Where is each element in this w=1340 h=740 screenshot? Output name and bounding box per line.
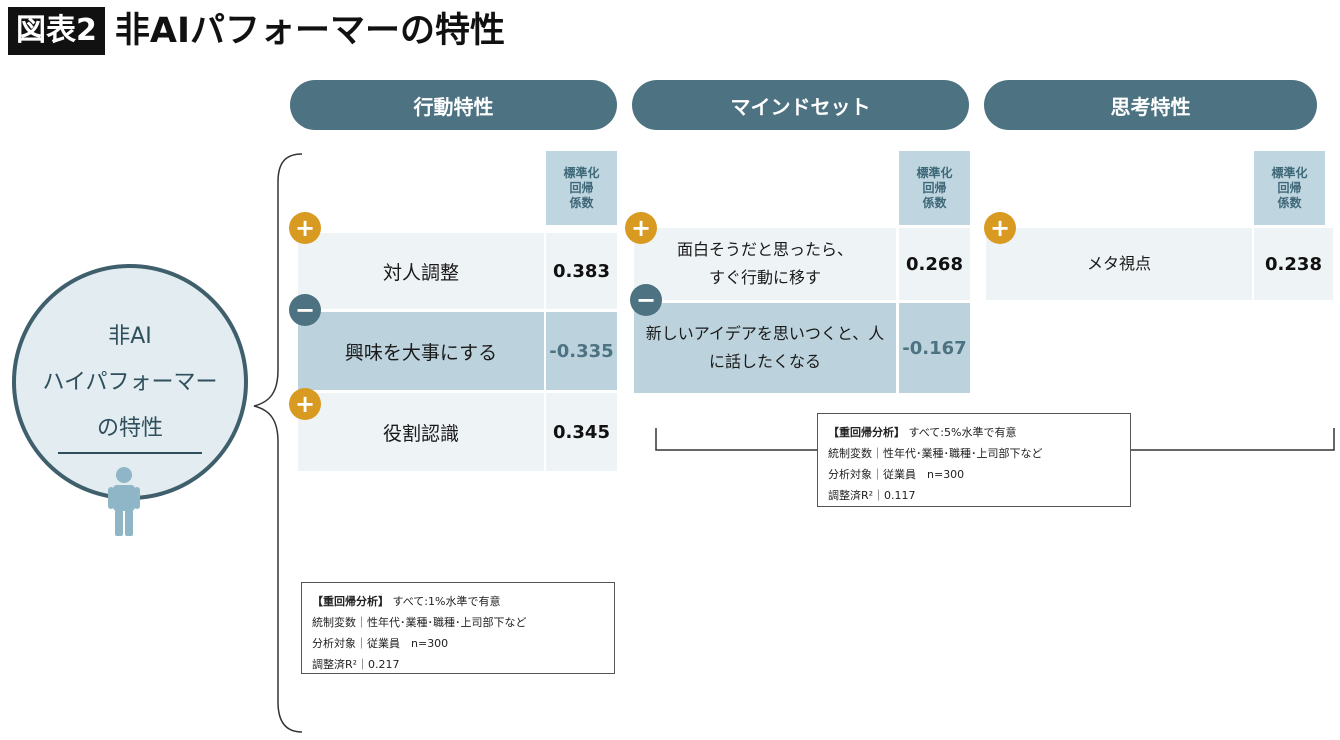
note-line: 【重回帰分析】 すべて:5%水準で有意	[828, 422, 1120, 443]
mindset-row-2-label: 新しいアイデアを思いつくと、人 に話したくなる	[634, 303, 896, 393]
coef-header-line: 回帰	[1277, 180, 1302, 195]
figure-title: 非AIパフォーマーの特性	[114, 11, 505, 51]
circle-divider	[58, 452, 202, 454]
coef-header-thinking: 標準化 回帰 係数	[1254, 151, 1325, 225]
coef-header-line: 標準化	[1271, 165, 1308, 180]
circle-line-3: の特性	[96, 416, 163, 441]
category-mindset: マインドセット	[632, 80, 969, 130]
coef-header-line: 係数	[922, 195, 947, 210]
plus-icon: +	[289, 212, 321, 244]
circle-line-2: ハイパフォーマー	[42, 370, 218, 395]
mindset-row-1-line-2: すぐ行動に移す	[708, 268, 821, 287]
coef-header-behavior: 標準化 回帰 係数	[546, 151, 617, 225]
thinking-row-1-value: 0.238	[1254, 228, 1333, 300]
note-heading: 【重回帰分析】	[312, 595, 389, 608]
mindset-row-2-line-2: に話したくなる	[708, 352, 821, 371]
behavior-row-2-value: -0.335	[546, 312, 617, 390]
subject-circle: 非AI ハイパフォーマー の特性	[12, 264, 248, 500]
plus-icon: +	[984, 212, 1016, 244]
category-behavior: 行動特性	[290, 80, 617, 130]
mindset-row-1-value: 0.268	[899, 228, 970, 300]
behavior-row-2-label: 興味を大事にする	[298, 312, 544, 390]
minus-icon: −	[289, 294, 321, 326]
behavior-row-3-value: 0.345	[546, 393, 617, 471]
minus-icon: −	[630, 284, 662, 316]
coef-header-line: 標準化	[916, 165, 953, 180]
mindset-row-1-label: 面白そうだと思ったら、 すぐ行動に移す	[634, 228, 896, 300]
note-significance: すべて:5%水準で有意	[908, 426, 1017, 439]
plus-icon: +	[289, 388, 321, 420]
coef-header-line: 係数	[1277, 195, 1302, 210]
regression-note-behavior: 【重回帰分析】 すべて:1%水準で有意 統制変数｜性年代･業種･職種･上司部下な…	[301, 582, 615, 674]
note-r2: 調整済R²｜0.117	[828, 489, 916, 502]
thinking-row-1-label: メタ視点	[986, 228, 1252, 300]
coef-header-line: 回帰	[922, 180, 947, 195]
mindset-row-2-value: -0.167	[899, 303, 970, 393]
note-subjects: 分析対象｜従業員 n=300	[828, 468, 965, 481]
note-significance: すべて:1%水準で有意	[392, 595, 501, 608]
coef-header-line: 係数	[569, 195, 594, 210]
plus-icon: +	[625, 212, 657, 244]
mindset-row-2-line-1: 新しいアイデアを思いつくと、人	[645, 324, 885, 343]
coef-header-mindset: 標準化 回帰 係数	[899, 151, 970, 225]
behavior-row-1-value: 0.383	[546, 233, 617, 309]
coef-header-line: 回帰	[569, 180, 594, 195]
mindset-row-1-line-1: 面白そうだと思ったら、	[676, 240, 853, 259]
regression-note-mindset-thinking: 【重回帰分析】 すべて:5%水準で有意 統制変数｜性年代･業種･職種･上司部下な…	[817, 413, 1131, 507]
behavior-row-3-label: 役割認識	[298, 393, 544, 471]
note-subjects: 分析対象｜従業員 n=300	[312, 637, 449, 650]
figure-label: 図表2	[8, 7, 105, 55]
note-controls: 統制変数｜性年代･業種･職種･上司部下など	[312, 616, 527, 629]
coef-header-line: 標準化	[563, 165, 600, 180]
figure-title-bar: 図表2 非AIパフォーマーの特性	[8, 6, 505, 56]
category-thinking: 思考特性	[984, 80, 1317, 130]
circle-line-1: 非AI	[108, 324, 152, 349]
person-icon	[108, 467, 140, 536]
curly-brace	[253, 153, 303, 733]
behavior-row-1-label: 対人調整	[298, 233, 544, 309]
note-heading: 【重回帰分析】	[828, 426, 905, 439]
note-controls: 統制変数｜性年代･業種･職種･上司部下など	[828, 447, 1043, 460]
note-line: 【重回帰分析】 すべて:1%水準で有意	[312, 591, 604, 612]
note-r2: 調整済R²｜0.217	[312, 658, 400, 671]
